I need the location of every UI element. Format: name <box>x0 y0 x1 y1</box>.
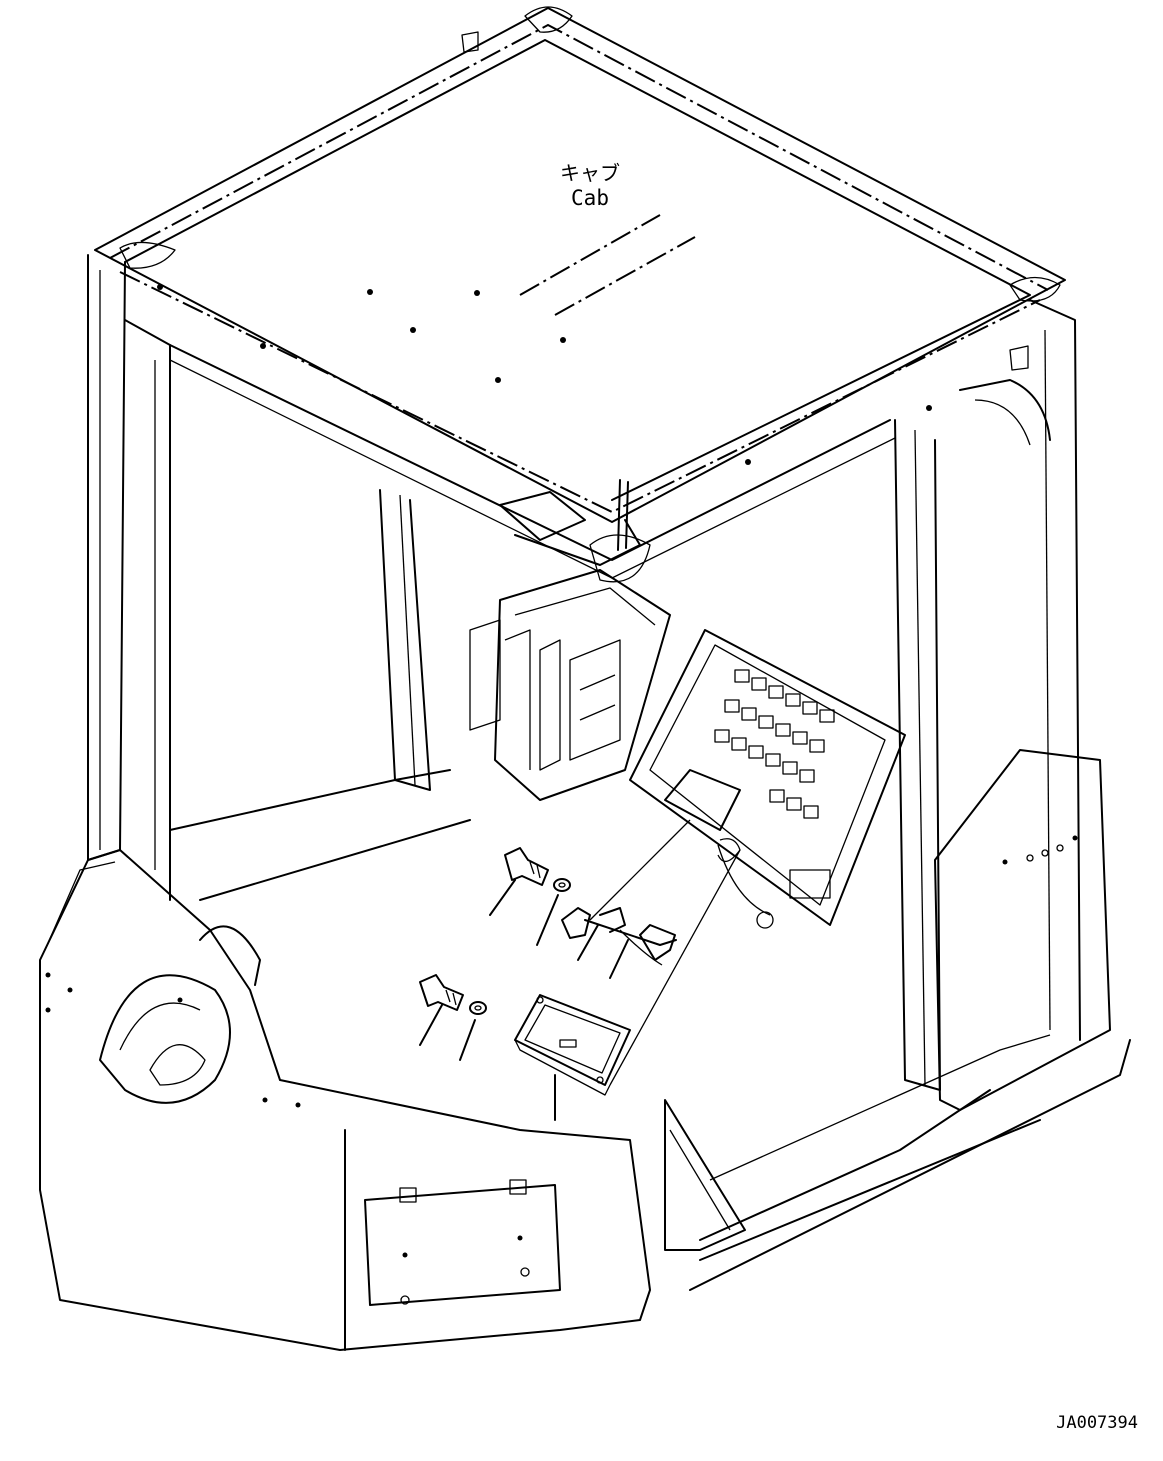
cab-roof <box>94 6 1066 523</box>
washer-upper <box>553 878 571 892</box>
cab-lower-body <box>39 849 746 1351</box>
cab-label-en: Cab <box>571 186 609 210</box>
roof-holes <box>157 284 932 465</box>
leader-lines <box>419 819 741 1121</box>
bolt-upper <box>504 847 549 886</box>
relay-panel <box>629 629 906 929</box>
harness-bracket <box>561 907 677 966</box>
cab-frame <box>87 254 1131 1291</box>
controller-unit <box>469 479 671 801</box>
drawing-code: JA007394 <box>1056 1413 1138 1433</box>
relay-grid <box>714 669 835 819</box>
cab-label-jp: キャブ <box>560 161 620 185</box>
bolt-lower <box>419 974 464 1011</box>
controller-module <box>514 994 631 1096</box>
washer-lower <box>469 1001 487 1015</box>
